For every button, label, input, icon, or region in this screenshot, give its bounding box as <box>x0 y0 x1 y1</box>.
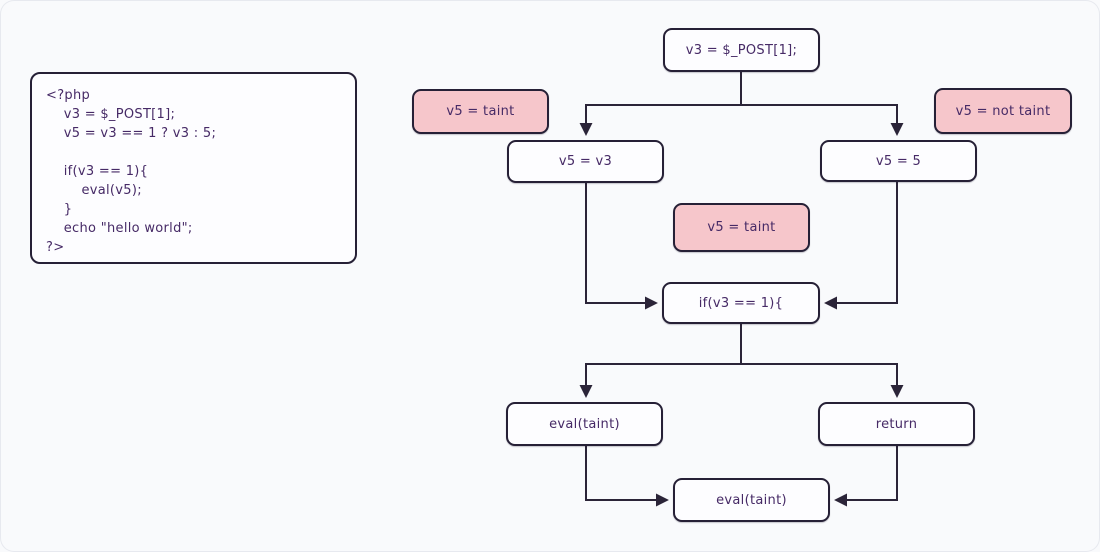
node-label: if(v3 == 1){ <box>698 295 784 311</box>
node-entry-assignment: v3 = $_POST[1]; <box>663 28 820 72</box>
code-line: <?php <box>46 88 91 103</box>
edge-return-to-merge <box>834 446 898 507</box>
node-return: return <box>818 402 975 446</box>
code-line: if(v3 == 1){ <box>46 164 149 179</box>
node-eval-taint-left: eval(taint) <box>506 402 663 446</box>
edge-if-to-return <box>740 324 904 398</box>
edge-assign-5-to-if <box>824 182 898 310</box>
edge-assign-v3-to-if <box>585 183 658 310</box>
edge-entry-to-assign-v3 <box>579 72 742 136</box>
annotation-label: v5 = taint <box>446 104 515 119</box>
node-label: return <box>875 416 918 432</box>
code-line: v5 = v3 == 1 ? v3 : 5; <box>46 126 217 141</box>
node-assign-v5-5: v5 = 5 <box>820 140 977 182</box>
code-line: } <box>46 202 73 217</box>
node-assign-v5-v3: v5 = v3 <box>507 140 664 183</box>
node-if-condition: if(v3 == 1){ <box>662 282 820 324</box>
node-label: v3 = $_POST[1]; <box>685 42 798 58</box>
code-line: echo "hello world"; <box>46 221 193 236</box>
annotation-label: v5 = not taint <box>955 103 1051 119</box>
edge-entry-to-assign-5 <box>740 72 904 136</box>
node-label: v5 = v3 <box>558 154 613 169</box>
edge-eval-left-to-merge <box>585 446 669 507</box>
php-source-code: <?php v3 = $_POST[1]; v5 = v3 == 1 ? v3 … <box>30 72 357 264</box>
annotation-taint-middle: v5 = taint <box>673 203 810 252</box>
code-line: v3 = $_POST[1]; <box>46 107 176 122</box>
annotation-taint-left: v5 = taint <box>412 89 549 134</box>
annotation-label: v5 = taint <box>707 220 776 235</box>
code-line <box>46 143 355 162</box>
node-label: eval(taint) <box>549 416 620 432</box>
code-line: ?> <box>46 240 65 255</box>
node-label: eval(taint) <box>716 492 787 508</box>
annotation-not-taint-right: v5 = not taint <box>934 88 1072 134</box>
node-eval-taint-merge: eval(taint) <box>673 478 830 522</box>
node-label: v5 = 5 <box>875 153 922 169</box>
edge-if-to-eval-left <box>579 324 742 398</box>
code-line: eval(v5); <box>46 183 142 198</box>
